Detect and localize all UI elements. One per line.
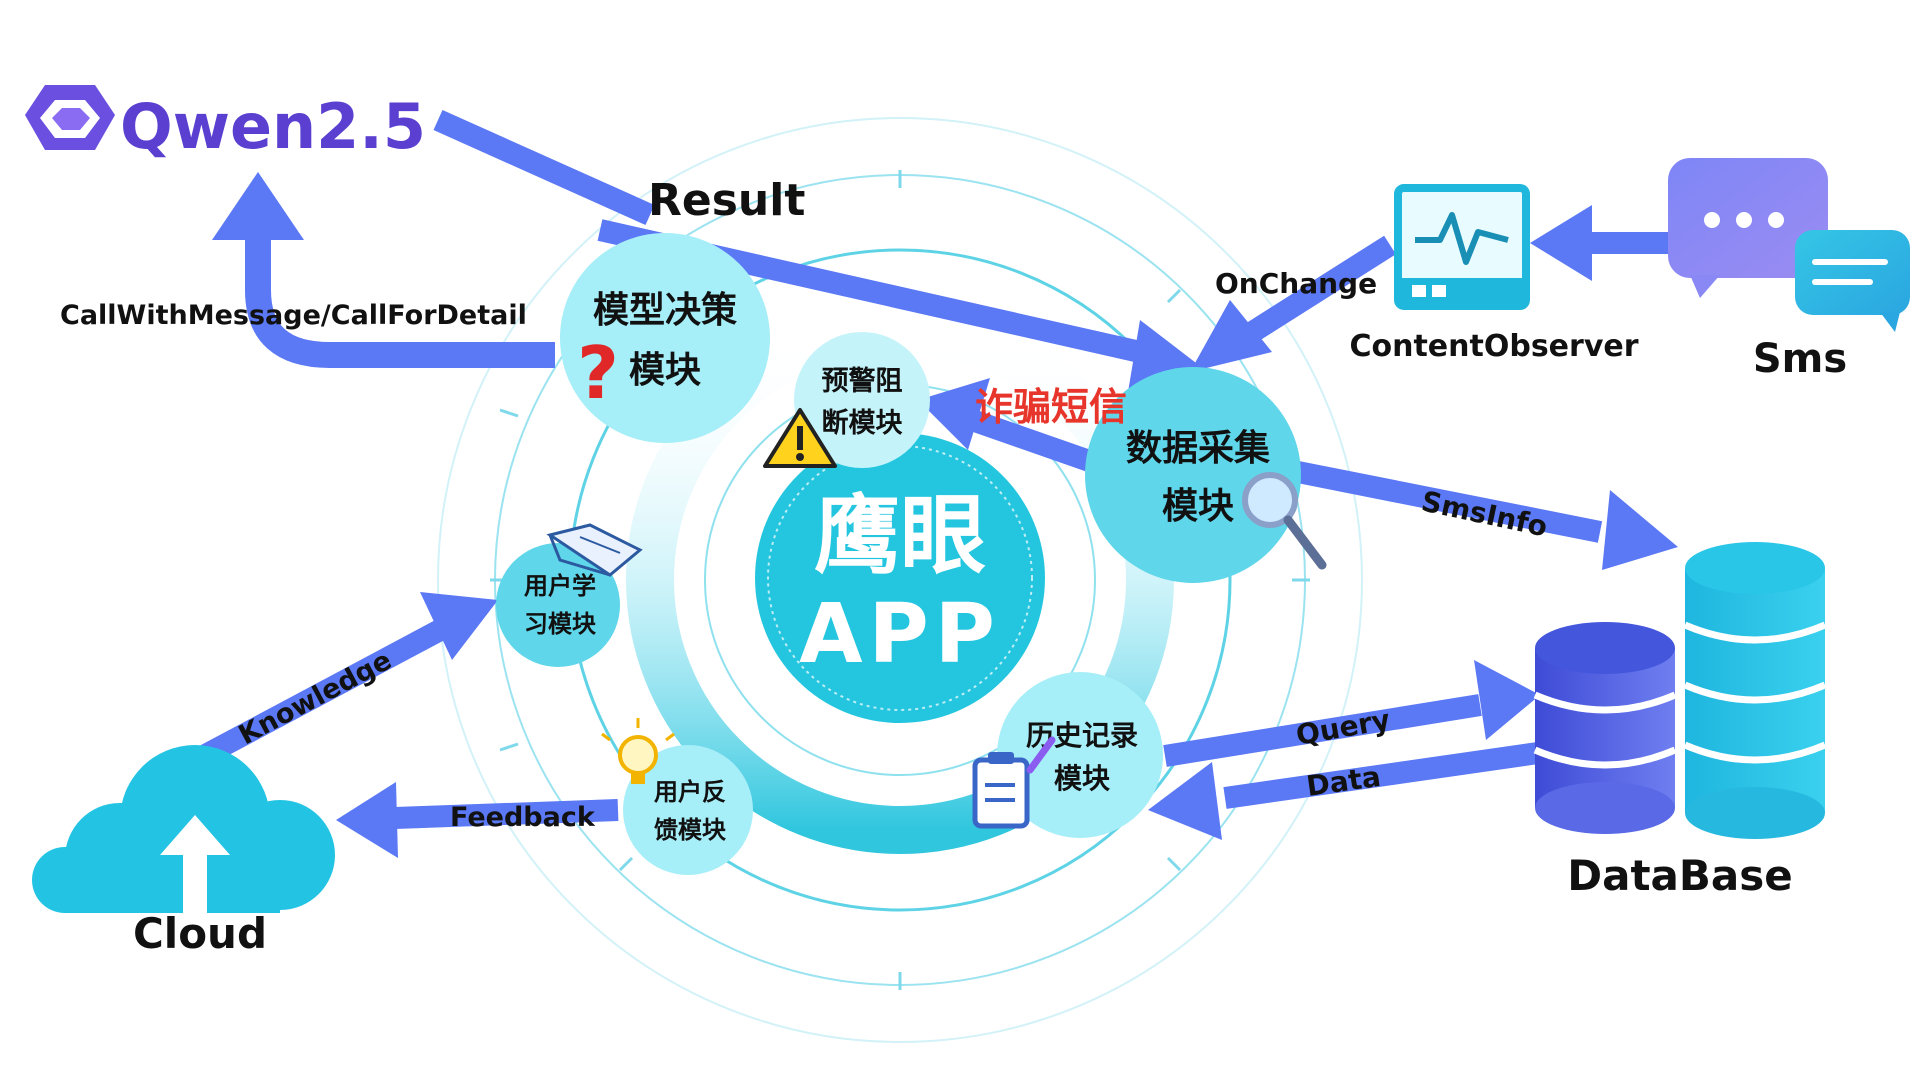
module-model[interactable]: 模型决策 模块 ? <box>560 233 770 443</box>
label-result: Result <box>648 175 805 226</box>
label-knowledge: Knowledge <box>234 645 397 751</box>
magnifier-icon <box>1242 472 1327 570</box>
module-user-learn-line1: 用户学 <box>524 572 596 600</box>
arrow-data <box>1223 741 1547 809</box>
label-query: Query <box>1293 703 1392 752</box>
arrow-query <box>1163 694 1482 767</box>
arrow-call <box>245 225 555 368</box>
module-user-feedback-line1: 用户反 <box>654 778 726 806</box>
question-mark-icon: ? <box>577 331 619 415</box>
label-feedback: Feedback <box>450 802 596 833</box>
database-left-icon <box>1533 622 1677 834</box>
cloud-upload-icon <box>32 745 335 913</box>
label-fraud-sms: 诈骗短信 <box>975 385 1127 429</box>
database-node: DataBase <box>1533 542 1827 900</box>
sms-label: Sms <box>1753 336 1847 382</box>
module-user-feedback-line2: 馈模块 <box>654 816 726 844</box>
content-observer-node: ContentObserver <box>1349 184 1639 364</box>
arrow-onchange <box>1234 235 1396 350</box>
arrow-smsinfo <box>1295 461 1603 543</box>
qwen-logo: Qwen2.5 <box>25 85 426 163</box>
ring-system <box>437 117 1363 1043</box>
module-user-feedback[interactable]: 用户反 馈模块 <box>601 718 753 875</box>
clipboard-icon <box>972 736 1056 829</box>
qwen-label: Qwen2.5 <box>120 90 426 163</box>
module-model-line1: 模型决策 <box>593 290 737 331</box>
label-data: Data <box>1304 760 1382 803</box>
module-data-collect[interactable]: 数据采集 模块 <box>1085 367 1327 583</box>
cloud-label: Cloud <box>133 909 267 958</box>
chat-bubble-icon <box>1668 158 1910 332</box>
label-onchange: OnChange <box>1215 267 1377 300</box>
arrows <box>194 109 1678 858</box>
arrow-feedback <box>394 799 619 829</box>
module-data-collect-line2: 模块 <box>1162 486 1234 527</box>
module-warning-line1: 预警阻 <box>822 366 903 397</box>
cloud-node: Cloud <box>32 745 335 958</box>
module-history[interactable]: 历史记录 模块 <box>972 672 1163 838</box>
sms-node: Sms <box>1668 158 1910 382</box>
module-warning[interactable]: 预警阻 断模块 <box>763 332 930 468</box>
database-label: DataBase <box>1567 851 1792 900</box>
lightbulb-icon <box>601 718 675 784</box>
arrow-head-result <box>1128 320 1200 392</box>
svg-text:?: ? <box>577 331 619 415</box>
label-call: CallWithMessage/CallForDetail <box>60 300 527 331</box>
module-user-learn-line2: 习模块 <box>524 610 596 638</box>
module-user-learn[interactable]: 用户学 习模块 <box>496 523 643 667</box>
center-subtitle: APP <box>799 587 1001 682</box>
module-data-collect-line1: 数据采集 <box>1126 428 1270 469</box>
book-icon <box>546 523 643 577</box>
center-app[interactable]: 鹰眼 APP <box>755 433 1045 723</box>
module-warning-line2: 断模块 <box>822 408 904 439</box>
content-observer-label: ContentObserver <box>1349 329 1638 364</box>
warning-icon <box>763 408 837 468</box>
center-title: 鹰眼 <box>814 486 986 586</box>
qwen-icon <box>25 85 115 150</box>
arrow-knowledge <box>194 620 446 768</box>
database-right-icon <box>1683 542 1827 839</box>
module-history-line2: 模块 <box>1054 762 1110 795</box>
monitor-icon <box>1394 184 1530 310</box>
arrow-result <box>433 109 655 226</box>
label-smsinfo: SmsInfo <box>1419 485 1551 544</box>
module-model-line2: 模块 <box>629 350 701 391</box>
arrow-head-call <box>212 172 304 240</box>
